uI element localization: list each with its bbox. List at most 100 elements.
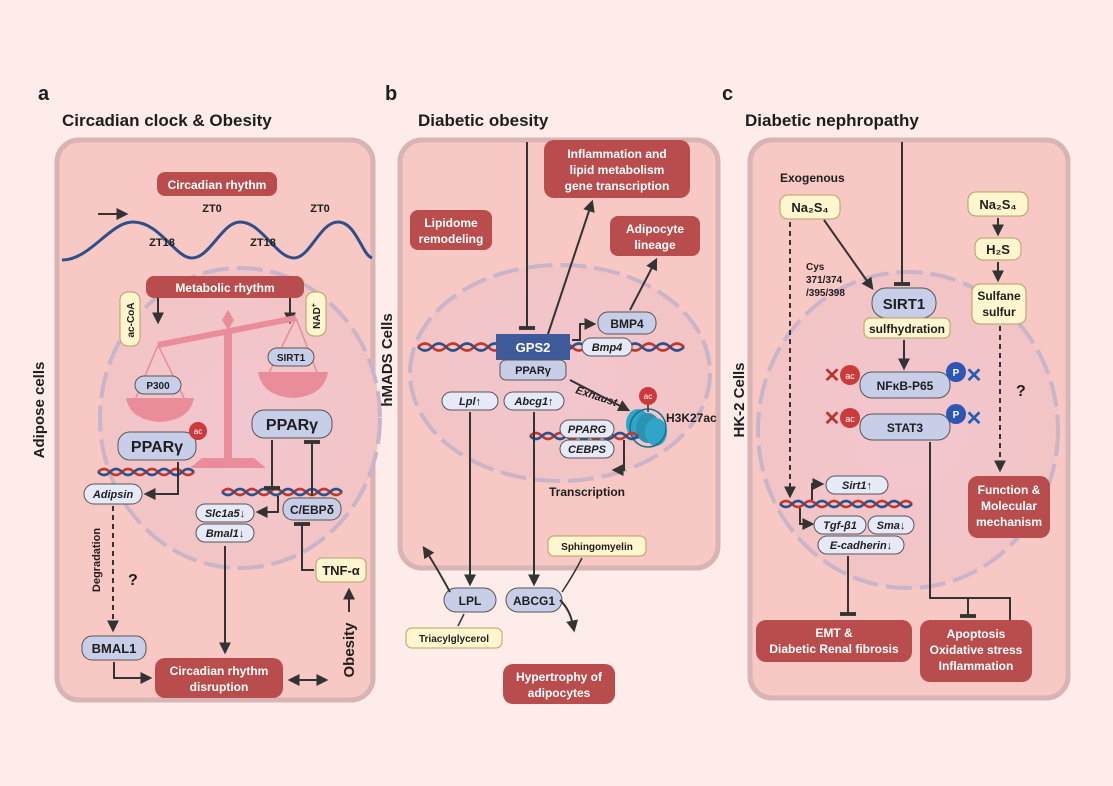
zt0-label-2: ZT0 bbox=[310, 203, 330, 215]
circadian-wave bbox=[61, 220, 373, 262]
lipidome-label-2: remodeling bbox=[419, 232, 484, 246]
nad-label: NAD+ bbox=[311, 303, 323, 329]
scale-string bbox=[295, 317, 319, 376]
ppar-right-box bbox=[251, 409, 333, 439]
scale-beam bbox=[157, 315, 297, 348]
na2s4-left-label: Na₂S₄ bbox=[791, 200, 828, 215]
lpl-protein-label: LPL bbox=[459, 594, 482, 608]
sma-gene-box bbox=[867, 515, 915, 535]
sulfhydration-label: sulfhydration bbox=[869, 322, 945, 336]
abcg1-protein-label: ABCG1 bbox=[513, 594, 555, 608]
cys-label-1: Cys bbox=[806, 262, 825, 273]
panel-c-side-label: HK-2 Cells bbox=[731, 362, 748, 437]
apoptosis-box bbox=[920, 620, 1032, 682]
metabolic-rhythm-box bbox=[146, 276, 304, 298]
cys-label-3: /395/398 bbox=[806, 288, 845, 299]
zt18-label-1: ZT18 bbox=[149, 237, 175, 249]
sulfane-label-2: sulfur bbox=[982, 305, 1016, 319]
ppar-b-label: PPARγ bbox=[515, 365, 552, 377]
lpl-gene-box bbox=[441, 391, 499, 411]
arrow-dna-to-sirt1-gene bbox=[811, 478, 825, 500]
inhibit-tnf-to-cebp bbox=[294, 522, 314, 571]
ac-coa-label: ac-CoA bbox=[126, 302, 137, 337]
apoptosis-label-3: Inflammation bbox=[939, 659, 1014, 673]
panel-c: c Diabetic nephropathy HK-2 Cells Exogen… bbox=[722, 83, 1071, 701]
adipocyte-lineage-label-1: Adipocyte bbox=[626, 222, 684, 236]
p-badge-nfkb bbox=[946, 362, 966, 382]
cross-icon-stat3-p: ✕ bbox=[966, 408, 983, 430]
sirt1-box-a bbox=[267, 347, 315, 367]
cebp-label: C/EBPδ bbox=[290, 503, 334, 517]
cross-icon-nfkb-p: ✕ bbox=[966, 365, 983, 387]
arrow-dna-to-tgf bbox=[799, 508, 815, 530]
exogenous-label: Exogenous bbox=[780, 171, 845, 185]
tgf-gene-box bbox=[813, 515, 867, 535]
scale-right-pan bbox=[258, 372, 328, 398]
inflammation-label-1: Inflammation and bbox=[567, 147, 666, 161]
sulfane-label-1: Sulfane bbox=[977, 289, 1021, 303]
adipsin-box bbox=[83, 483, 143, 505]
adipocyte-lineage-label-2: lineage bbox=[634, 238, 676, 252]
lipidome-box bbox=[410, 210, 492, 250]
arrow-lpl-out bbox=[422, 546, 451, 593]
h2s-box bbox=[974, 237, 1022, 261]
line-triacylglycerol-lpl bbox=[457, 613, 465, 627]
arrow-dna-to-slc1a5 bbox=[255, 496, 279, 518]
panel-a-side-label: Adipose cells bbox=[31, 362, 48, 459]
ac-badge-stat3-label: ac bbox=[845, 414, 855, 424]
arrow-gps2-to-bmp4 bbox=[572, 318, 597, 341]
inflammation-box bbox=[544, 140, 690, 198]
arrow-transcription bbox=[611, 440, 625, 476]
hypertrophy-label-1: Hypertrophy of bbox=[516, 670, 603, 684]
emt-label-1: EMT & bbox=[815, 626, 853, 640]
ecadherin-gene-box bbox=[817, 535, 905, 555]
panel-c-letter: c bbox=[722, 83, 733, 105]
p-badge-nfkb-label: P bbox=[953, 368, 960, 379]
hypertrophy-box bbox=[503, 664, 615, 704]
lpl-protein-box bbox=[443, 587, 497, 613]
disruption-box bbox=[155, 658, 283, 698]
ac-badge-left-label: ac bbox=[194, 427, 202, 436]
tnf-label: TNF-α bbox=[322, 563, 360, 578]
adipocyte-lineage-box bbox=[610, 216, 700, 256]
pparg-gene-label: PPARG bbox=[568, 424, 607, 436]
arrow-abcg1-out bbox=[559, 599, 579, 633]
ac-coa-tag bbox=[119, 291, 141, 347]
panel-a: a Circadian clock & Obesity Adipose cell… bbox=[31, 83, 382, 703]
arrow-ppar-to-adipsin bbox=[143, 462, 179, 500]
scale-string bbox=[267, 317, 297, 376]
bmp4-protein-label: BMP4 bbox=[610, 317, 644, 331]
scale-base bbox=[190, 458, 266, 468]
nad-tag bbox=[305, 291, 327, 337]
sma-gene-label: Sma↓ bbox=[877, 520, 906, 532]
gps2-label: GPS2 bbox=[516, 340, 551, 355]
cross-icon-stat3-ac: ✕ bbox=[824, 408, 841, 430]
ecadherin-gene-label: E-cadherin↓ bbox=[830, 540, 892, 552]
slc1a5-label: Slc1a5↓ bbox=[205, 508, 245, 520]
circadian-rhythm-box bbox=[157, 172, 277, 196]
degradation-label: Degradation bbox=[91, 528, 103, 592]
na2s4-right-label: Na₂S₄ bbox=[979, 197, 1016, 212]
sirt1-label-c: SIRT1 bbox=[883, 296, 926, 313]
triacylglycerol-label: Triacylglycerol bbox=[419, 634, 489, 645]
dna-c bbox=[779, 499, 913, 509]
p300-box bbox=[134, 375, 182, 395]
abcg1-gene-box bbox=[503, 391, 565, 411]
pparg-gene-box bbox=[559, 419, 615, 439]
tgf-gene-label: Tgf-β1 bbox=[823, 520, 857, 532]
ppar-left-box bbox=[117, 431, 197, 461]
scale-top-ornament bbox=[222, 310, 234, 330]
na2s4-right-box bbox=[967, 191, 1029, 217]
function-label-1: Function & bbox=[978, 483, 1041, 497]
ac-badge-stat3 bbox=[840, 408, 860, 428]
sirt1-gene-label: Sirt1↑ bbox=[842, 480, 872, 492]
bmal1-protein-label: BMAL1 bbox=[92, 641, 137, 656]
arrow-bmal1-to-disruption bbox=[113, 662, 153, 684]
ac-badge-nfkb bbox=[840, 365, 860, 385]
panel-b-title: Diabetic obesity bbox=[418, 111, 549, 130]
cross-icon-nfkb-ac: ✕ bbox=[824, 365, 841, 387]
cebps-gene-label: CEBPS bbox=[568, 444, 607, 456]
sulfhydration-box bbox=[863, 317, 951, 339]
panel-a-letter: a bbox=[38, 83, 50, 105]
